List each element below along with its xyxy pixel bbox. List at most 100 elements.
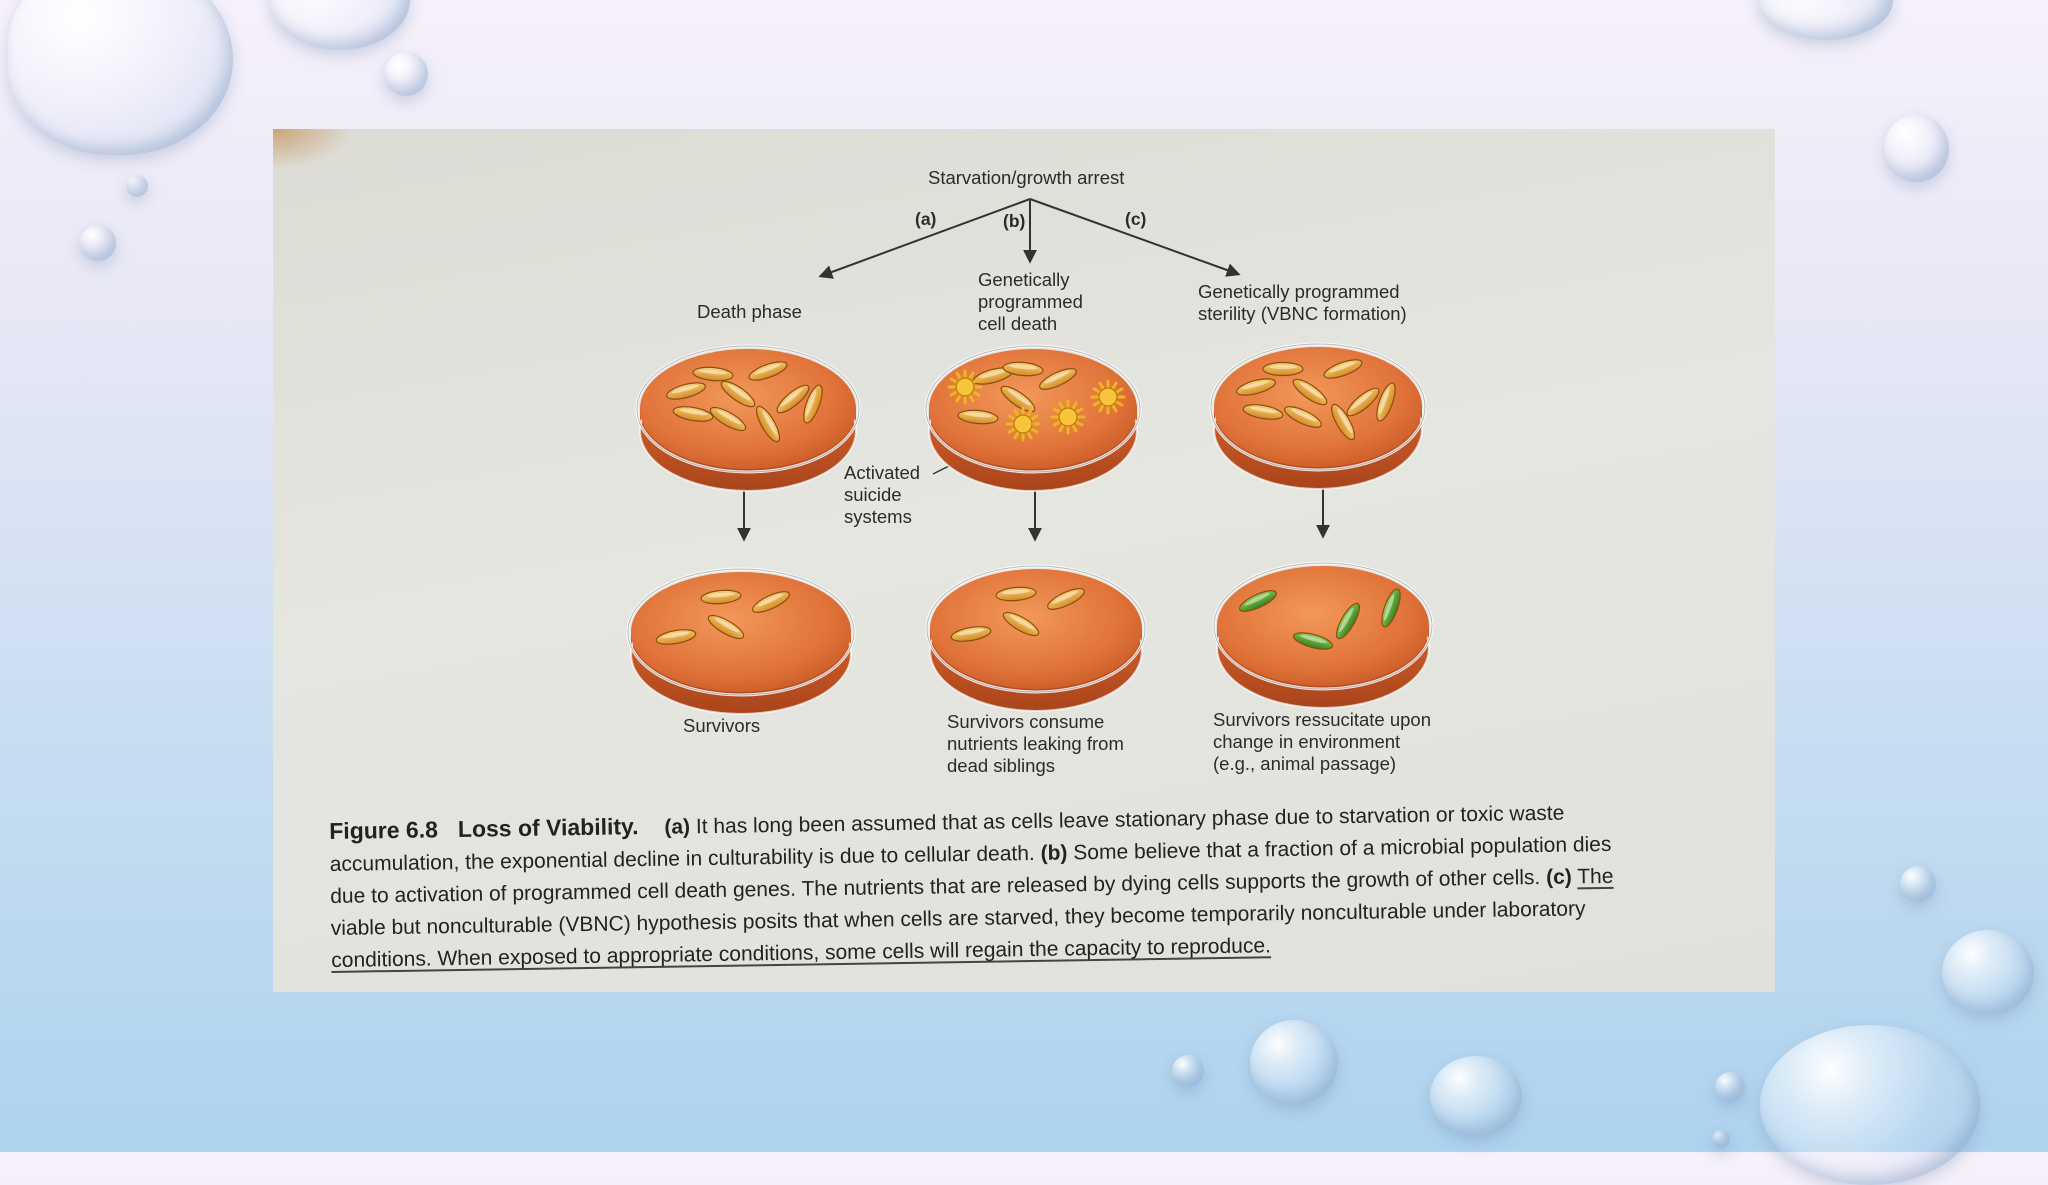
cell-highlight xyxy=(757,593,783,607)
bacterium-cell xyxy=(1376,382,1396,422)
outcome-b-label: Survivors consume nutrients leaking from… xyxy=(947,711,1124,776)
dish-rim-outline xyxy=(627,568,855,696)
bacterium-cell xyxy=(720,380,756,408)
callout-activated-suicide-systems: Activated suicide systems xyxy=(844,462,921,527)
root-label: Starvation/growth arrest xyxy=(928,167,1125,188)
dish-death-phase xyxy=(635,344,861,492)
bacterium-cell xyxy=(666,382,706,400)
cell-highlight xyxy=(714,618,740,633)
bacterium-cell xyxy=(709,406,747,432)
cell-highlight xyxy=(1009,364,1038,370)
bacterium-cell xyxy=(1346,387,1380,417)
outcome-c-label: Survivors ressucitate upon change in env… xyxy=(1213,709,1431,774)
branch-label-c: (c) xyxy=(1125,209,1147,229)
branch-label-a: (a) xyxy=(915,209,937,229)
cell-highlight xyxy=(1339,607,1354,633)
bacterium-cell xyxy=(755,405,781,443)
cell-highlight xyxy=(1244,592,1270,606)
caption-text-b: Some believe that a fraction of a microb… xyxy=(1073,832,1612,865)
cell-highlight xyxy=(1299,634,1328,644)
cell-highlight xyxy=(956,628,985,636)
water-drop xyxy=(80,225,116,261)
dish-survivors-a xyxy=(626,567,856,715)
cell-highlight xyxy=(679,408,708,416)
bacterium-cell xyxy=(1047,588,1085,610)
lysing-cell-burst xyxy=(1090,379,1126,415)
bacterium-cell xyxy=(1323,359,1363,379)
bacterium-cell xyxy=(1000,385,1036,413)
water-drop xyxy=(8,0,233,155)
cell-highlight xyxy=(716,410,742,425)
branch-arrow-a xyxy=(818,198,1031,279)
cell-highlight xyxy=(699,369,728,375)
water-drop xyxy=(270,0,410,50)
cell-highlight xyxy=(1350,391,1373,410)
bacterium-cell xyxy=(1039,368,1077,390)
bacterium-cell xyxy=(1330,403,1356,441)
water-drop xyxy=(384,52,428,96)
caption-text-c: The xyxy=(1577,864,1614,889)
dish-rim-outline xyxy=(636,345,860,473)
bacterium-cell xyxy=(1293,632,1333,650)
cell-highlight xyxy=(661,631,690,639)
cell-highlight xyxy=(1007,389,1031,406)
lysing-cell-burst xyxy=(947,369,983,405)
cell-highlight xyxy=(1378,388,1390,415)
cell-highlight xyxy=(671,384,700,394)
textbook-figure-photo: Starvation/growth arrest (a) (b) (c) Dea… xyxy=(273,129,1775,992)
water-drop xyxy=(126,175,148,197)
water-drop xyxy=(1172,1055,1204,1087)
cell-highlight xyxy=(706,592,735,598)
bacterium-cell xyxy=(692,366,734,382)
bacterium-cell xyxy=(1002,611,1040,637)
water-drop xyxy=(1430,1056,1522,1136)
lysing-cell-burst xyxy=(1005,406,1041,442)
cell-highlight xyxy=(1383,594,1395,621)
dish-survivors-c xyxy=(1212,561,1434,709)
agar-surface xyxy=(1214,347,1422,467)
cell-highlight xyxy=(1052,590,1078,604)
bacterium-cell xyxy=(672,406,714,422)
bacterium-cell xyxy=(1262,361,1304,377)
lysing-cell-burst xyxy=(1050,399,1086,435)
bacterium-cell xyxy=(1002,361,1044,377)
cell-highlight xyxy=(978,369,1007,379)
branch-c-title: Genetically programmed sterility (VBNC f… xyxy=(1198,281,1407,324)
agar-surface xyxy=(1217,566,1429,686)
dish-rim-outline xyxy=(925,345,1141,473)
dish-programmed-death xyxy=(924,344,1142,492)
branch-a-title: Death phase xyxy=(697,301,802,322)
cell-highlight xyxy=(1329,361,1356,373)
bacterium-cell xyxy=(700,589,742,605)
cell-highlight xyxy=(1249,406,1278,414)
cell-highlight xyxy=(1001,589,1030,595)
dish-rim-outline xyxy=(926,565,1146,693)
branch-b-title: Genetically programmed cell death xyxy=(978,269,1083,334)
bacterium-cell xyxy=(1236,378,1276,396)
cell-highlight xyxy=(727,384,751,401)
viability-diagram xyxy=(626,198,1434,715)
cell-highlight xyxy=(964,412,993,418)
caption-marker-b: (b) xyxy=(1040,841,1068,865)
bacterium-cell xyxy=(950,626,992,642)
outcome-a-label: Survivors xyxy=(683,715,761,736)
cell-highlight xyxy=(754,363,781,375)
bacterium-cell xyxy=(655,629,697,645)
caption-marker-a: (a) xyxy=(664,815,691,839)
water-drop xyxy=(1715,1072,1745,1102)
water-drop xyxy=(1942,930,2034,1015)
water-drop xyxy=(1884,115,1949,182)
cell-highlight xyxy=(1269,365,1297,369)
dish-rim-outline xyxy=(1210,343,1426,471)
cell-highlight xyxy=(1299,382,1323,399)
cell-highlight xyxy=(1337,408,1352,434)
dish-rim-outline xyxy=(1213,562,1433,690)
cell-highlight xyxy=(762,410,777,436)
water-drop xyxy=(1900,866,1936,902)
bacterium-cell xyxy=(1335,602,1361,640)
cell-highlight xyxy=(805,390,817,417)
bacterium-cell xyxy=(707,614,745,640)
bacterium-cell xyxy=(803,384,823,424)
dish-survivors-b xyxy=(925,564,1147,712)
cell-highlight xyxy=(1241,380,1270,390)
